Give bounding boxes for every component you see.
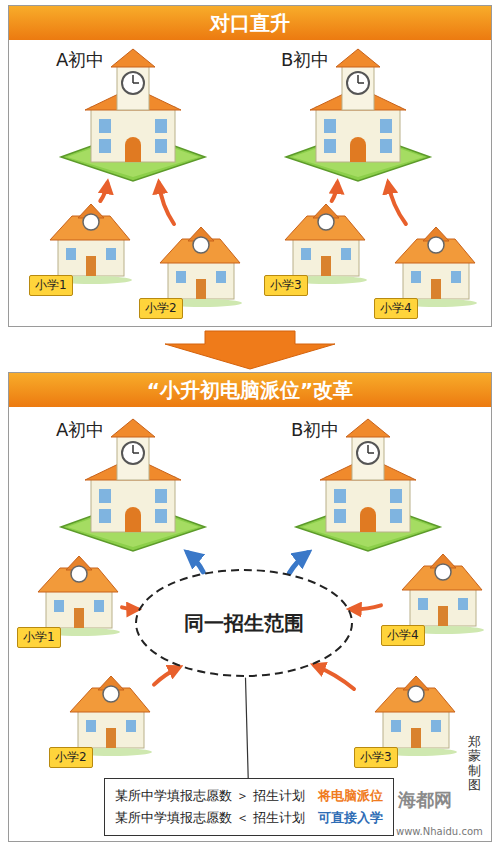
note-label: www.Nhaidu.com: [396, 826, 483, 837]
rule-row: 某所中学填报志愿数 ＞ 招生计划将电脑派位: [115, 785, 383, 807]
rule-result: 可直接入学: [318, 807, 383, 829]
flow-arrow: [154, 667, 179, 684]
middle-school: B初中: [279, 48, 439, 183]
school-name: A初中: [54, 418, 106, 442]
flow-arrow: [246, 678, 249, 778]
enrollment-zone: 同一招生范围: [134, 568, 354, 678]
school-sign: 小学1: [17, 627, 61, 648]
rule-result: 将电脑派位: [318, 785, 383, 807]
school-sign: 小学1: [29, 275, 73, 296]
primary-school: 小学4: [374, 224, 479, 319]
rule-box: 某所中学填报志愿数 ＞ 招生计划将电脑派位某所中学填报志愿数 ＜ 招生计划可直接…: [104, 778, 394, 836]
rule-row: 某所中学填报志愿数 ＜ 招生计划可直接入学: [115, 807, 383, 829]
panel: 对口直升 A初中 B初中小学1 小学2 小学3 小学4: [8, 5, 492, 327]
flow-arrow: [122, 607, 138, 609]
school-sign: 小学4: [381, 625, 425, 646]
primary-school: 小学3: [354, 673, 459, 768]
zone-label: 同一招生范围: [134, 610, 354, 637]
school-name: A初中: [54, 48, 106, 72]
flow-arrow: [188, 553, 203, 572]
flow-arrow: [159, 183, 174, 224]
school-name: B初中: [289, 418, 341, 442]
school-sign: 小学2: [49, 747, 93, 768]
school-sign: 小学3: [264, 275, 308, 296]
rule-condition: 某所中学填报志愿数 ＞ 招生计划: [115, 785, 305, 807]
rule-condition: 某所中学填报志愿数 ＜ 招生计划: [115, 807, 305, 829]
flow-arrow: [351, 605, 382, 609]
flow-arrow: [314, 665, 354, 689]
primary-school: 小学2: [49, 673, 154, 768]
middle-school: A初中: [54, 48, 214, 183]
flow-arrow: [388, 183, 406, 224]
primary-school: 小学2: [139, 224, 244, 319]
note-label: 郑蒙制图: [468, 735, 481, 792]
primary-school: 小学3: [264, 201, 369, 296]
middle-school: B初中: [289, 418, 449, 553]
school-sign: 小学3: [354, 747, 398, 768]
flow-arrow: [100, 183, 107, 201]
school-name: B初中: [279, 48, 331, 72]
primary-school: 小学1: [29, 201, 134, 296]
primary-school: 小学1: [17, 553, 122, 648]
middle-school: A初中: [54, 418, 214, 553]
primary-school: 小学4: [381, 551, 486, 646]
flow-arrow: [290, 553, 308, 573]
panel-header: 对口直升: [9, 6, 491, 40]
note-label: 海都网: [398, 788, 452, 812]
school-sign: 小学2: [139, 298, 183, 319]
flow-arrow: [332, 183, 338, 201]
school-sign: 小学4: [374, 298, 418, 319]
panel: “小升初电脑派位”改革 A初中 B初中同一招生范围小学1 小学4 小学2 小学3 某所中学填…: [8, 372, 492, 842]
panel-header: “小升初电脑派位”改革: [9, 373, 491, 407]
